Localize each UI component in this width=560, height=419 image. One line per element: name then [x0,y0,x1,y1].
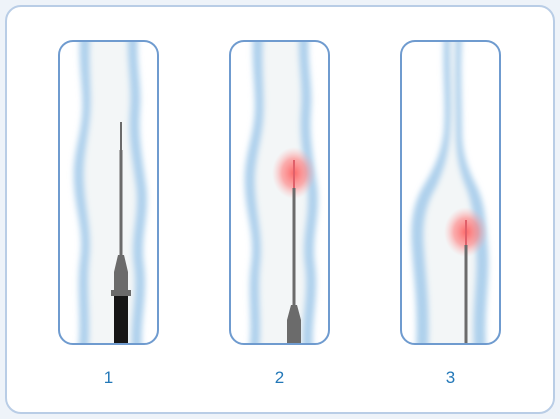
vessel-diagram-1 [58,40,159,345]
panel-step-1 [58,40,159,345]
catheter-sheath [114,296,128,345]
vessel-diagram-3 [400,40,501,345]
step-label-1: 1 [58,368,159,388]
vessel-lumen [84,40,137,345]
step-label-2: 2 [229,368,330,388]
panel-step-2 [229,40,330,345]
panel-step-3 [400,40,501,345]
step-label-3: 3 [400,368,501,388]
vessel-diagram-2 [229,40,330,345]
